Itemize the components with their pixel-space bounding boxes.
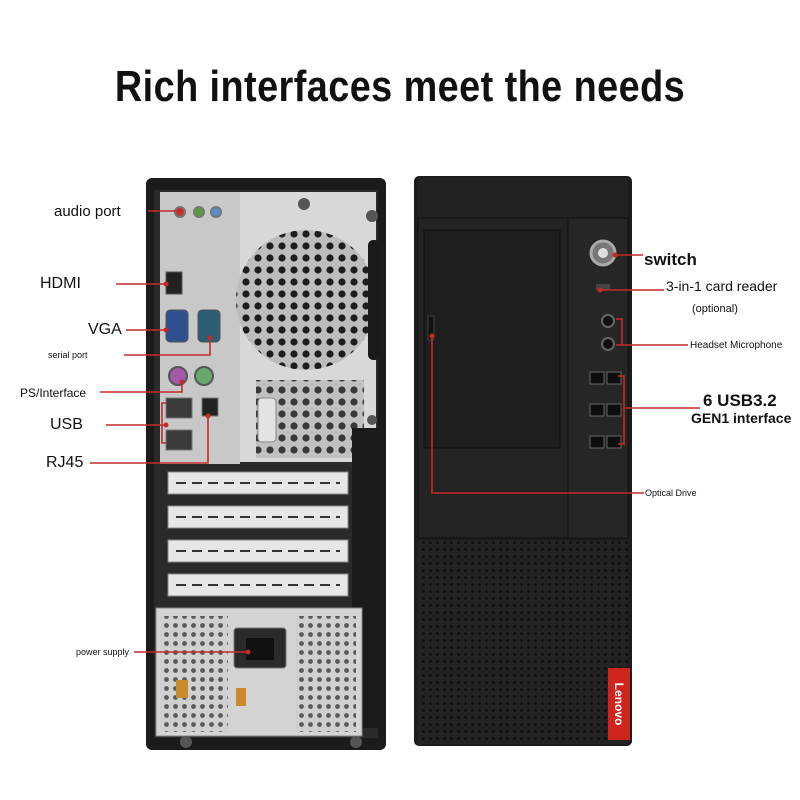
label-audio-port: audio port [54, 203, 121, 220]
label-hdmi: HDMI [40, 275, 81, 292]
label-ps-interface: PS/Interface [20, 386, 87, 400]
label-usb-count: 6 USB3.2 [703, 391, 777, 410]
front-view [414, 176, 632, 746]
label-card-reader: 3-in-1 card reader [666, 278, 778, 294]
label-headset-microphone: Headset Microphone [690, 340, 783, 351]
label-usb: USB [50, 416, 83, 433]
label-switch: switch [644, 250, 697, 269]
label-card-reader-note: (optional) [692, 303, 738, 315]
rear-view [146, 178, 386, 750]
label-power-supply: power supply [76, 647, 130, 657]
label-vga: VGA [88, 321, 122, 338]
label-rj45: RJ45 [46, 454, 84, 471]
callout-lines [90, 210, 700, 653]
brand-logo: Lenovo [612, 682, 626, 726]
page-title: Rich interfaces meet the needs [114, 62, 686, 111]
label-optical-drive: Optical Drive [645, 488, 697, 498]
label-serial-port: serial port [48, 350, 88, 360]
label-usb-gen: GEN1 interface [691, 410, 792, 426]
